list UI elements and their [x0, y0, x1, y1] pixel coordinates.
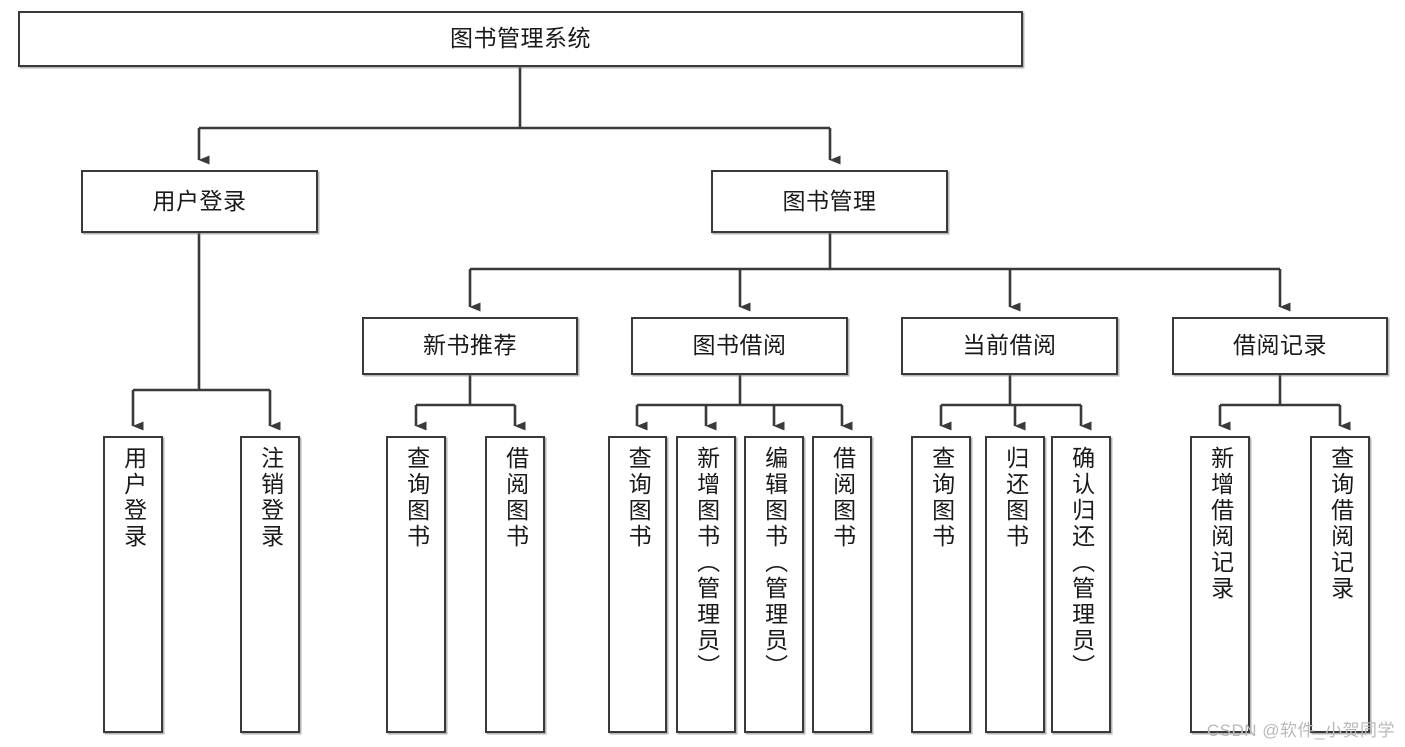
node-new-book-rec[interactable]: 新书推荐 — [362, 317, 578, 375]
node-current-borrow[interactable]: 当前借阅 — [901, 317, 1118, 375]
node-current-borrow-label: 当前借阅 — [962, 332, 1057, 359]
node-leaf-add-book[interactable]: 新增图书（管理员） — [676, 436, 736, 733]
node-book-borrow[interactable]: 图书借阅 — [631, 317, 848, 375]
node-leaf-add-book-label: 新增图书（管理员） — [693, 446, 720, 680]
node-leaf-edit-book[interactable]: 编辑图书（管理员） — [744, 436, 804, 733]
node-leaf-borrow-book-2[interactable]: 借阅图书 — [812, 436, 872, 733]
node-leaf-confirm-return[interactable]: 确认归还（管理员） — [1051, 436, 1111, 733]
node-book-borrow-label: 图书借阅 — [692, 332, 787, 359]
node-leaf-borrow-book-1-label: 借阅图书 — [502, 446, 529, 550]
node-leaf-query-book-1[interactable]: 查询图书 — [386, 436, 446, 733]
node-leaf-return-book[interactable]: 归还图书 — [985, 436, 1045, 733]
node-leaf-query-book-1-label: 查询图书 — [403, 446, 430, 550]
node-user-login[interactable]: 用户登录 — [81, 170, 318, 233]
node-leaf-query-book-2-label: 查询图书 — [625, 446, 652, 550]
node-leaf-user-login-label: 用户登录 — [120, 446, 147, 550]
node-root[interactable]: 图书管理系统 — [18, 11, 1023, 67]
node-leaf-edit-book-label: 编辑图书（管理员） — [761, 446, 788, 680]
node-leaf-query-book-3-label: 查询图书 — [928, 446, 955, 550]
node-leaf-logout-label: 注销登录 — [257, 446, 284, 550]
node-leaf-add-record-label: 新增借阅记录 — [1207, 446, 1234, 602]
node-leaf-borrow-book-1[interactable]: 借阅图书 — [485, 436, 545, 733]
node-borrow-record[interactable]: 借阅记录 — [1172, 317, 1388, 375]
node-borrow-record-label: 借阅记录 — [1233, 332, 1327, 359]
node-leaf-confirm-return-label: 确认归还（管理员） — [1068, 446, 1095, 680]
node-leaf-return-book-label: 归还图书 — [1002, 446, 1029, 550]
node-leaf-query-record[interactable]: 查询借阅记录 — [1310, 436, 1370, 733]
node-leaf-query-book-2[interactable]: 查询图书 — [608, 436, 667, 733]
node-leaf-query-record-label: 查询借阅记录 — [1327, 446, 1354, 602]
node-root-label: 图书管理系统 — [450, 25, 591, 52]
node-leaf-query-book-3[interactable]: 查询图书 — [911, 436, 971, 733]
csdn-watermark: CSDN @软件_小贺同学 — [1206, 721, 1395, 740]
node-leaf-user-login[interactable]: 用户登录 — [103, 436, 163, 733]
node-leaf-add-record[interactable]: 新增借阅记录 — [1190, 436, 1250, 733]
node-book-manage[interactable]: 图书管理 — [711, 170, 948, 233]
node-leaf-borrow-book-2-label: 借阅图书 — [829, 446, 856, 550]
node-book-manage-label: 图书管理 — [782, 187, 877, 214]
node-user-login-label: 用户登录 — [152, 187, 247, 214]
node-new-book-rec-label: 新书推荐 — [423, 332, 517, 359]
node-leaf-logout[interactable]: 注销登录 — [240, 436, 300, 733]
